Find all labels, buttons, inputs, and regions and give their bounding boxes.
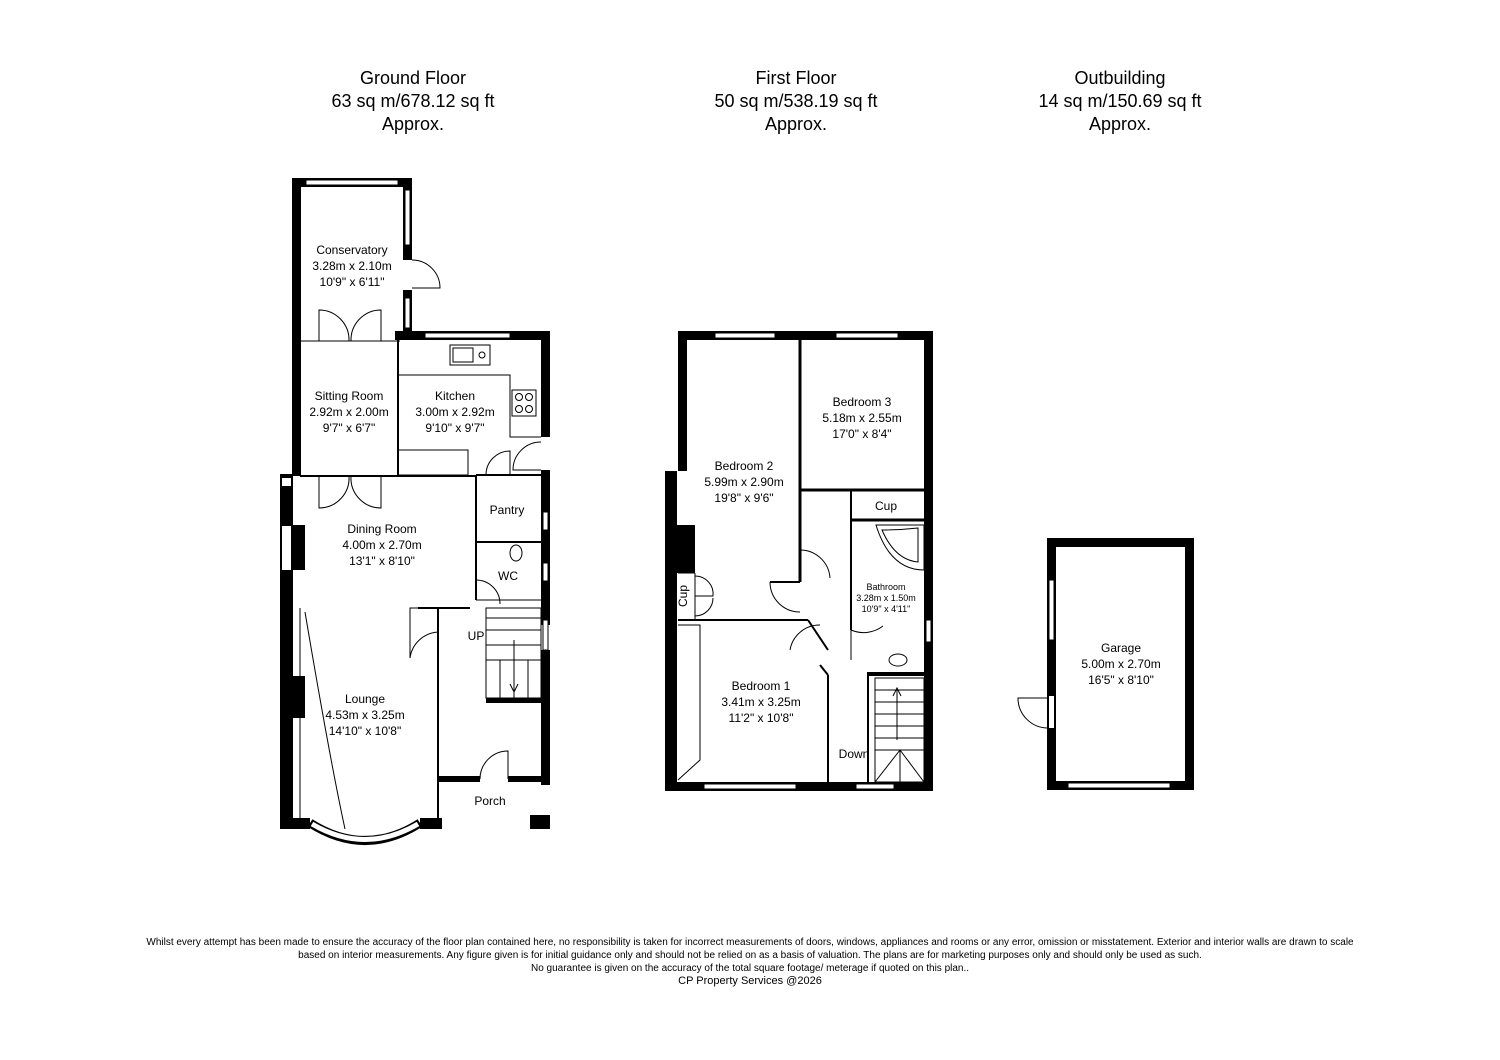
disclaimer-line2: based on interior measurements. Any figu…: [298, 950, 1202, 961]
lounge-name: Lounge: [345, 692, 385, 706]
sitting-dining-divider: [300, 475, 476, 509]
outbuilding-header: Outbuilding 14 sq m/150.69 sq ft Approx.: [970, 67, 1270, 136]
conservatory-name: Conservatory: [316, 243, 387, 257]
kitchen-walls: [395, 331, 550, 651]
ground-stairs: [485, 607, 542, 703]
conservatory-imperial: 10'9" x 6'11": [320, 275, 385, 289]
cup-top-name: Cup: [875, 499, 897, 513]
sitting-room-name: Sitting Room: [315, 389, 384, 403]
outbuilding-plan: [1017, 538, 1194, 790]
dining-room-name: Dining Room: [347, 522, 416, 536]
lounge-dining-walls: [280, 474, 470, 845]
ground-floor-header: Ground Floor 63 sq m/678.12 sq ft Approx…: [263, 67, 563, 136]
disclaimer-line3: No guarantee is given on the accuracy of…: [530, 963, 970, 974]
bedroom1-name: Bedroom 1: [732, 679, 791, 693]
kitchen-name: Kitchen: [435, 389, 475, 403]
lounge-metric: 4.53m x 3.25m: [325, 708, 404, 722]
porch-name: Porch: [474, 794, 505, 808]
bedroom1-imperial: 11'2" x 10'8": [729, 711, 794, 725]
bedroom2-name: Bedroom 2: [715, 459, 774, 473]
first-floor-header: First Floor 50 sq m/538.19 sq ft Approx.: [646, 67, 946, 136]
lounge-imperial: 14'10" x 10'8": [329, 724, 402, 738]
conservatory-metric: 3.28m x 2.10m: [312, 259, 391, 273]
first-floor-plan: [665, 331, 933, 791]
outbuilding-area: 14 sq m/150.69 sq ft: [1038, 91, 1202, 111]
room-labels: Conservatory 3.28m x 2.10m 10'9" x 6'11"…: [309, 243, 1160, 808]
ground-floor-plan: [280, 178, 550, 845]
bathroom-name: Bathroom: [866, 582, 905, 592]
outbuilding-title: Outbuilding: [1074, 68, 1166, 88]
dining-room-metric: 4.00m x 2.70m: [342, 538, 421, 552]
ground-floor-note: Approx.: [381, 114, 445, 134]
ground-floor-title: Ground Floor: [359, 68, 467, 88]
bedroom2-imperial: 19'8" x 9'6": [714, 491, 773, 505]
ground-floor-area: 63 sq m/678.12 sq ft: [331, 91, 495, 111]
pantry-name: Pantry: [490, 503, 525, 517]
bedroom2-metric: 5.99m x 2.90m: [704, 475, 783, 489]
outbuilding-note: Approx.: [1088, 114, 1152, 134]
sitting-room-metric: 2.92m x 2.00m: [309, 405, 388, 419]
pantry-wc-walls: [475, 450, 541, 605]
down-label: Down: [839, 747, 870, 761]
garage-imperial: 16'5" x 8'10": [1088, 673, 1154, 687]
copyright: CP Property Services @2026: [678, 975, 822, 987]
bathroom-imperial: 10'9" x 4'11": [862, 604, 911, 614]
disclaimer-line1: Whilst every attempt has been made to en…: [146, 937, 1354, 948]
bedroom3-metric: 5.18m x 2.55m: [822, 411, 901, 425]
cup-side-name: Cup: [676, 585, 690, 607]
kitchen-metric: 3.00m x 2.92m: [415, 405, 494, 419]
first-stairs: [874, 677, 925, 783]
first-floor-note: Approx.: [764, 114, 828, 134]
dining-room-imperial: 13'1" x 8'10": [349, 554, 415, 568]
first-floor-area: 50 sq m/538.19 sq ft: [714, 91, 878, 111]
bedroom3-name: Bedroom 3: [833, 395, 892, 409]
first-floor-title: First Floor: [755, 68, 837, 88]
conservatory-walls: [292, 178, 441, 476]
kitchen-imperial: 9'10" x 9'7": [425, 421, 484, 435]
garage-name: Garage: [1101, 641, 1141, 655]
bedroom3-imperial: 17'0" x 8'4": [832, 427, 891, 441]
sitting-room-imperial: 9'7" x 6'7": [323, 421, 375, 435]
bedroom1-metric: 3.41m x 3.25m: [721, 695, 800, 709]
wc-name: WC: [498, 569, 518, 583]
garage-metric: 5.00m x 2.70m: [1081, 657, 1160, 671]
porch-walls: [438, 650, 550, 829]
disclaimer: Whilst every attempt has been made to en…: [60, 936, 1440, 988]
bathroom-metric: 3.28m x 1.50m: [856, 593, 916, 603]
up-label: UP: [468, 629, 485, 643]
